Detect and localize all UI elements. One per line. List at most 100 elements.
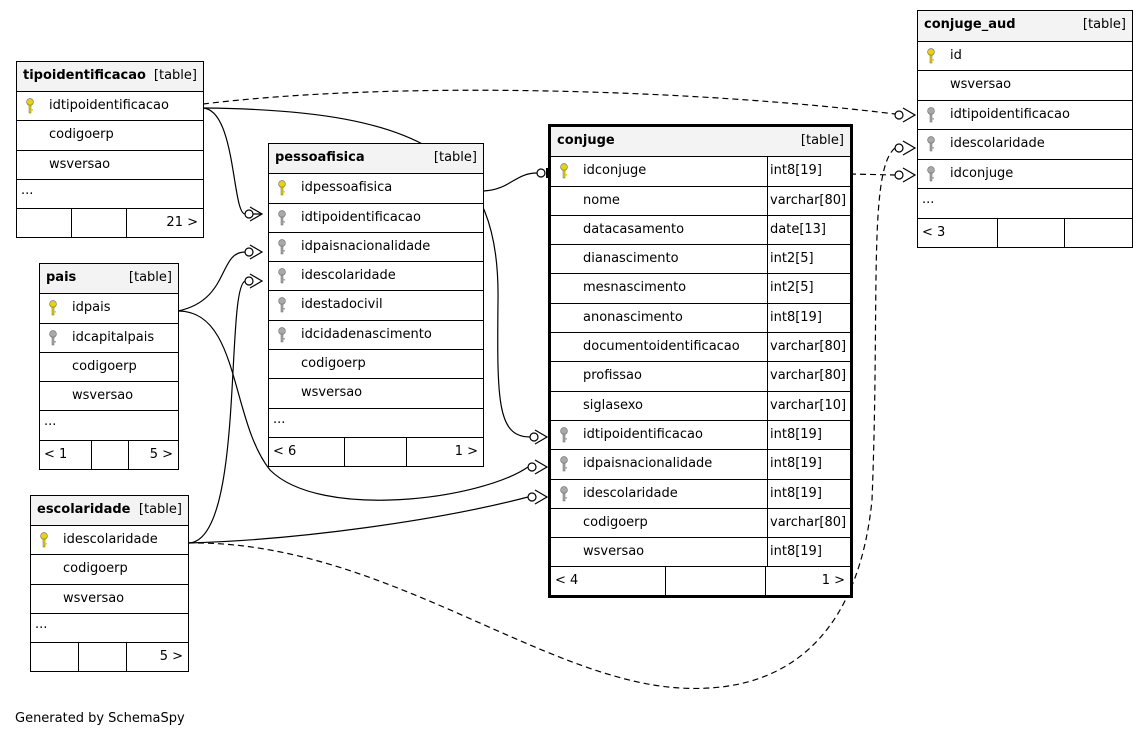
column-name: idescolaridade — [950, 136, 1045, 151]
parent-count: < 1 — [44, 446, 68, 462]
column-name: codigoerp — [49, 127, 114, 143]
child-count: 1 > — [821, 573, 845, 589]
table-footer: < 6 1 > — [269, 436, 484, 466]
table-footer: < 1 5 > — [40, 439, 178, 469]
column-name: documentoidentificacao — [583, 339, 740, 355]
column-name: idescolaridade — [301, 268, 396, 284]
child-count: 5 > — [149, 446, 173, 462]
column-row: wsversao — [40, 381, 178, 410]
column-row: idescolaridade — [269, 261, 483, 290]
more-columns-ellipsis: ... — [922, 192, 935, 207]
column-divider — [767, 186, 768, 215]
footer-cell — [1064, 218, 1133, 247]
foreign-key-icon — [559, 427, 569, 443]
column-name: idpaisnacionalidade — [301, 238, 431, 254]
column-row: codigoerp — [17, 120, 203, 149]
column-divider — [767, 391, 768, 420]
primary-key-icon — [277, 180, 287, 196]
column-name: idescolaridade — [63, 532, 158, 548]
column-name: anonascimento — [583, 309, 683, 325]
column-row: id — [918, 40, 1132, 71]
column-row: idtipoidentificacao — [269, 202, 483, 232]
column-row: idestadocivil — [269, 290, 483, 319]
column-type: int2[5] — [770, 280, 814, 296]
column-name: idestadocivil — [301, 297, 383, 313]
column-name: codigoerp — [63, 561, 128, 577]
table-tag: [table] — [1082, 17, 1126, 32]
table-name: conjuge — [557, 133, 615, 148]
table-footer: 5 > — [31, 641, 189, 671]
footer-cell: < 6 — [269, 438, 344, 466]
edge-escolaridade-conjugeaud — [187, 147, 896, 690]
more-columns-row: ... — [918, 188, 1132, 218]
edge-tipoidentificacao-conjuge — [202, 107, 531, 438]
column-name: id — [950, 47, 962, 63]
column-row: idescolaridade — [918, 129, 1132, 159]
column-name: idescolaridade — [583, 485, 678, 501]
column-type: int8[19] — [770, 456, 822, 472]
column-divider — [767, 215, 768, 245]
column-row: anonascimento int8[19] — [551, 302, 850, 333]
column-name: codigoerp — [301, 356, 366, 372]
column-name: codigoerp — [583, 514, 648, 530]
table-footer: < 3 — [918, 217, 1133, 247]
foreign-key-icon — [277, 239, 287, 255]
footer-cell: 21 > — [126, 208, 204, 237]
primary-key-icon — [559, 163, 569, 179]
column-name: idcidadenascimento — [301, 326, 432, 342]
generator-credit: Generated by SchemaSpy — [15, 711, 185, 726]
column-name: idpessoafisica — [301, 180, 393, 196]
column-name: profissao — [583, 368, 642, 384]
foreign-key-icon — [277, 297, 287, 313]
column-row: idcapitalpais — [40, 322, 178, 352]
column-type: varchar[80] — [770, 192, 847, 208]
column-name: wsversao — [301, 385, 363, 401]
column-type: varchar[80] — [770, 368, 847, 384]
parent-count: < 3 — [922, 224, 946, 240]
footer-cell — [344, 437, 407, 466]
table-footer: 21 > — [17, 207, 204, 237]
footer-cell: 5 > — [126, 642, 189, 671]
column-type: int8[19] — [770, 544, 822, 560]
edge-escolaridade-conjuge — [187, 496, 529, 544]
column-row: idpais — [40, 293, 178, 322]
foreign-key-icon — [48, 329, 58, 346]
footer-cell — [17, 209, 71, 237]
table-name: pessoafisica — [275, 150, 365, 165]
column-type: int8[19] — [770, 309, 822, 325]
table-tag: [table] — [800, 133, 844, 148]
column-divider — [767, 362, 768, 391]
more-columns-ellipsis: ... — [44, 414, 57, 430]
table-tipoidentificacao: tipoidentificacao[table]idtipoidentifica… — [16, 61, 204, 238]
more-columns-row: ... — [31, 612, 188, 642]
parent-count: < 4 — [555, 573, 579, 589]
column-name: idcapitalpais — [72, 329, 155, 345]
more-columns-row: ... — [40, 410, 178, 439]
footer-cell — [78, 642, 127, 671]
table-tag: [table] — [153, 68, 197, 83]
table-header: tipoidentificacao[table] — [17, 62, 203, 92]
column-row: codigoerp — [40, 351, 178, 381]
more-columns-ellipsis: ... — [273, 411, 286, 427]
column-type: int8[19] — [770, 485, 822, 501]
column-type: varchar[10] — [770, 397, 847, 413]
table-tag: [table] — [433, 150, 477, 165]
table-pessoafisica: pessoafisica [table] idpessoafisica idtipoi… — [268, 143, 484, 467]
edge-pessoafisica-conjuge — [482, 172, 538, 192]
table-tag: [table] — [128, 270, 172, 285]
table-tag: [table] — [138, 502, 182, 517]
footer-cell — [997, 218, 1065, 247]
child-count: 5 > — [159, 648, 183, 664]
footer-cell: 1 > — [406, 437, 484, 466]
primary-key-icon — [39, 532, 49, 548]
foreign-key-icon — [277, 209, 287, 226]
column-name: codigoerp — [72, 358, 137, 374]
column-row: wsversao — [17, 149, 203, 179]
column-type: date[13] — [770, 221, 826, 237]
